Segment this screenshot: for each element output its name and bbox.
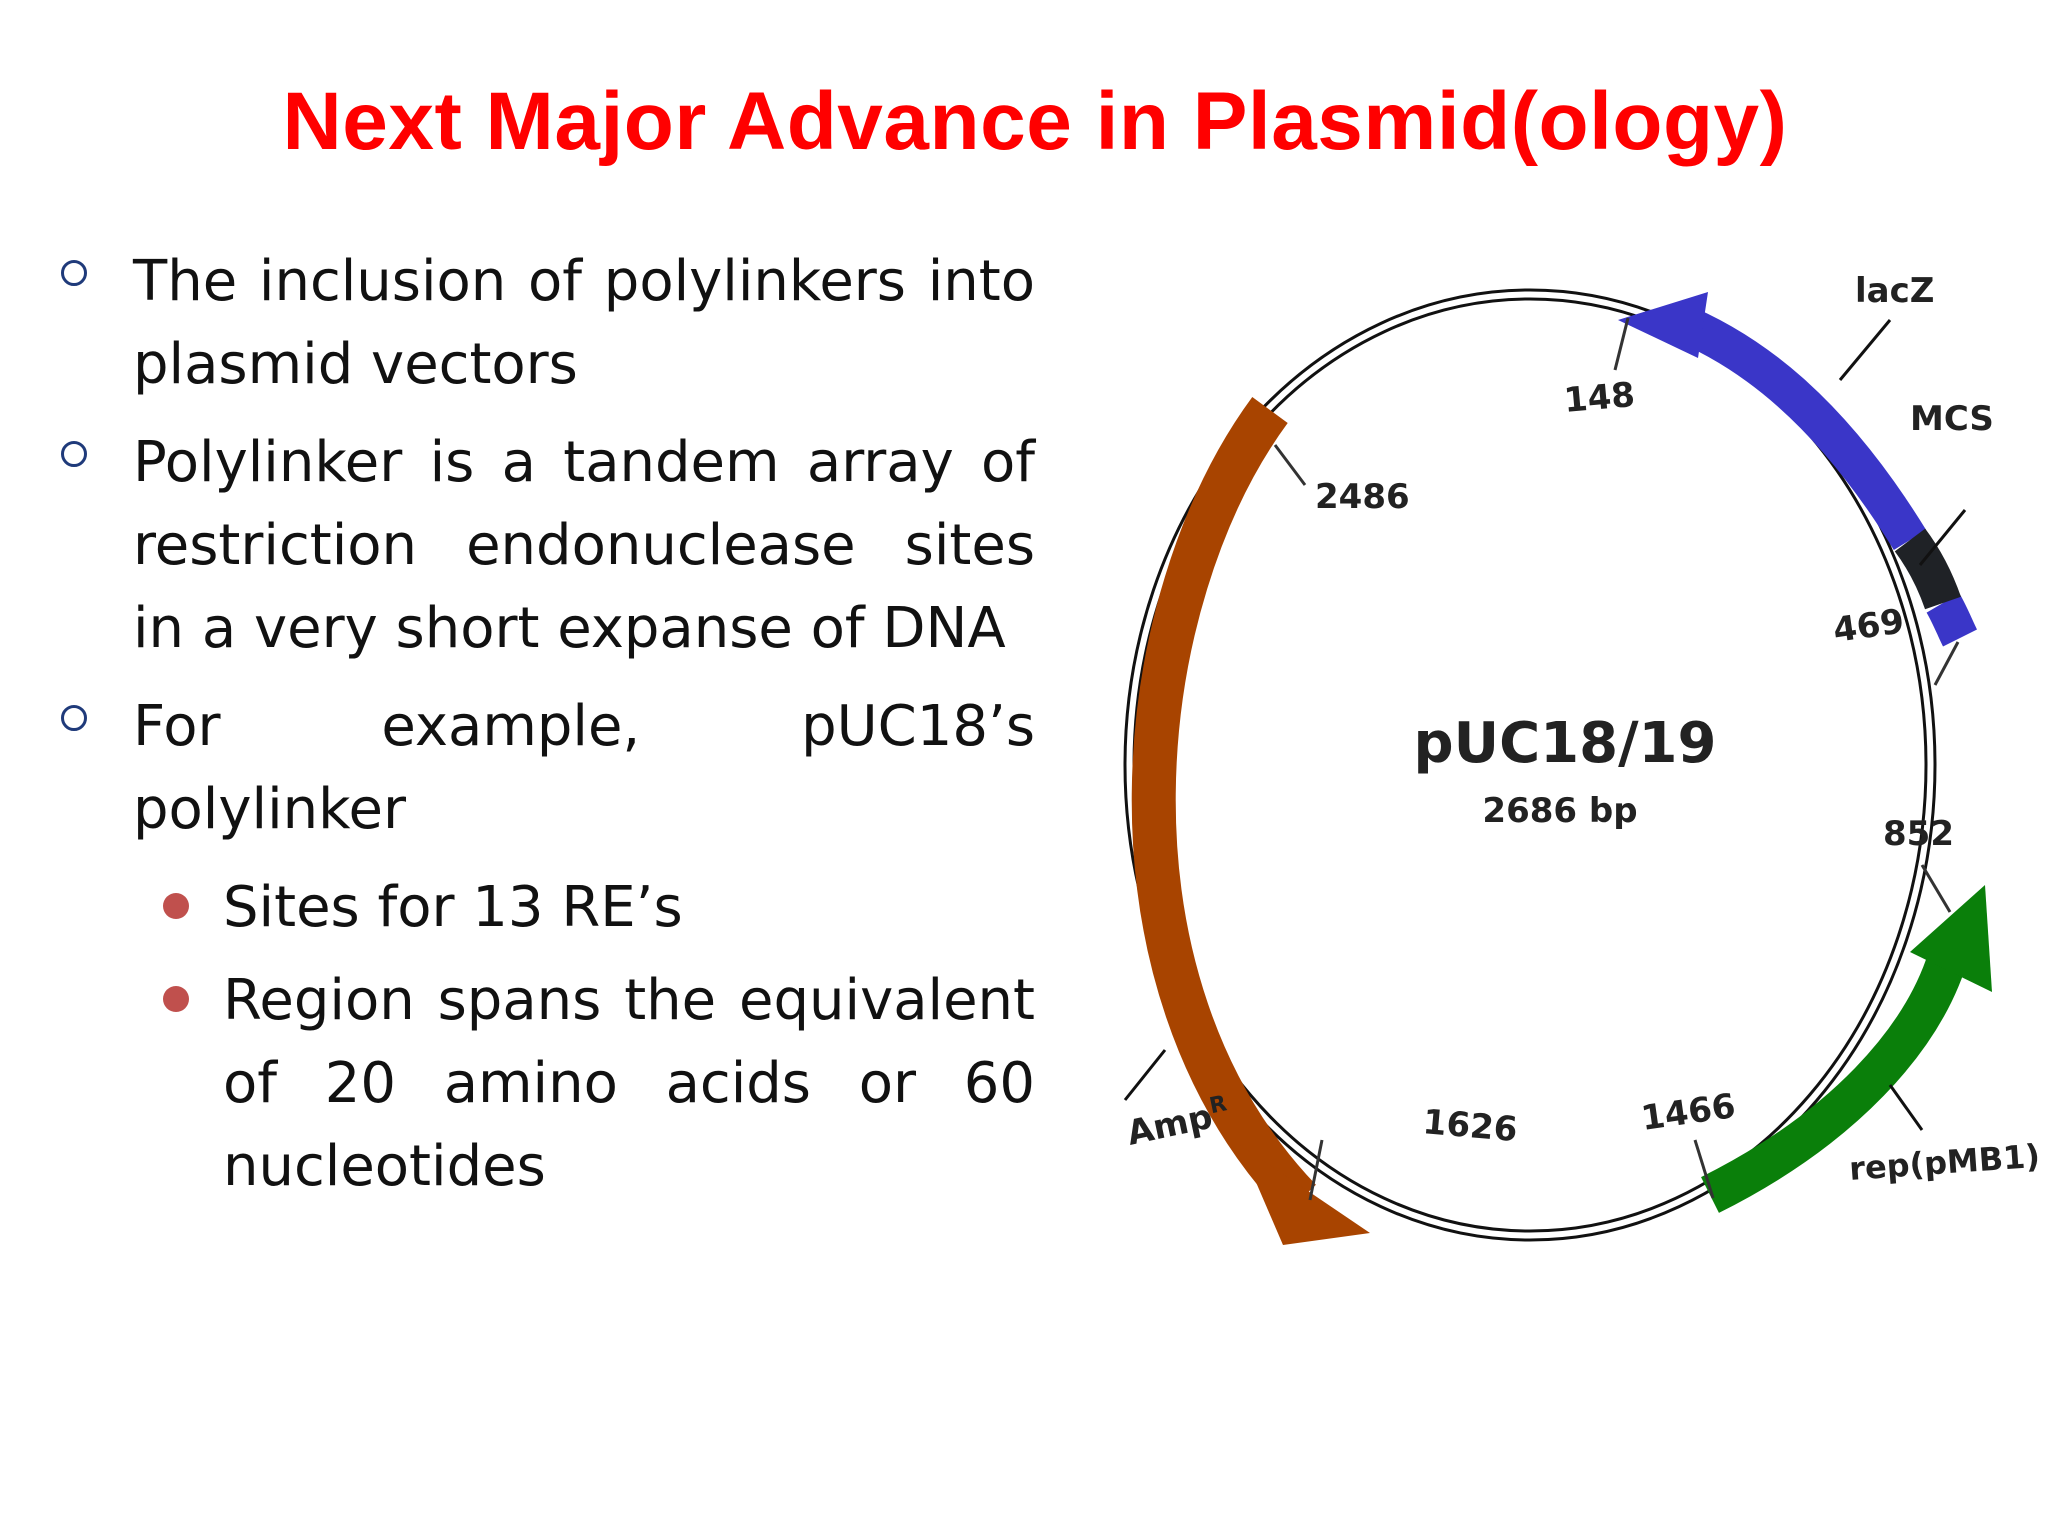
- filled-dot-bullet-icon: [163, 986, 189, 1012]
- label-mcs: MCS: [1910, 399, 1994, 439]
- plasmid-map: lacZ MCS AmpR rep(pMB1) 148 2486 469 852…: [1110, 240, 2041, 1300]
- bullet-text: Polylinker is a tandem array of restrict…: [133, 430, 1035, 661]
- position-2486: 2486: [1315, 477, 1410, 517]
- tick-2486: [1273, 444, 1307, 486]
- plasmid-name: pUC18/19: [1414, 711, 1717, 776]
- plasmid-size: 2686 bp: [1482, 791, 1637, 831]
- sub-bullet-text: Region spans the equivalent of 20 amino …: [223, 968, 1035, 1199]
- rep-arrow-head: [1910, 885, 1992, 992]
- position-1626: 1626: [1421, 1102, 1519, 1150]
- position-1466: 1466: [1639, 1086, 1738, 1139]
- bullet-item: Polylinker is a tandem array of restrict…: [55, 421, 1035, 670]
- lacz-arrow: [1618, 292, 1978, 647]
- bullet-list: The inclusion of polylinkers into plasmi…: [55, 240, 1035, 1218]
- tick-1626: [1308, 1139, 1324, 1201]
- rep-arrow-body: [1701, 944, 1970, 1213]
- slide-title: Next Major Advance in Plasmid(ology): [282, 76, 1788, 167]
- lacz-arrow-body-lower: [1926, 593, 1978, 647]
- tick-148: [1613, 317, 1630, 371]
- tick-469: [1933, 641, 1960, 686]
- sub-bullet-item: Sites for 13 RE’s: [55, 866, 1035, 949]
- mcs-segment: [1894, 528, 1961, 610]
- tick-1466: [1693, 1139, 1715, 1199]
- bullet-text: The inclusion of polylinkers into plasmi…: [133, 249, 1035, 397]
- ampr-arrow: [1131, 396, 1370, 1245]
- bullet-item: The inclusion of polylinkers into plasmi…: [55, 240, 1035, 406]
- ampr-arrow-body: [1131, 396, 1316, 1216]
- filled-dot-bullet-icon: [163, 893, 189, 919]
- sub-bullet-text: Sites for 13 RE’s: [223, 875, 683, 940]
- hollow-circle-bullet-icon: [61, 705, 87, 731]
- tick-852: [1920, 864, 1952, 913]
- leader-ampr: [1123, 1049, 1167, 1101]
- label-lacz: lacZ: [1855, 271, 1934, 311]
- leader-mcs: [1918, 509, 1967, 566]
- sub-bullet-item: Region spans the equivalent of 20 amino …: [55, 959, 1035, 1208]
- position-148: 148: [1562, 375, 1636, 421]
- backbone-outer-ring: [1123, 288, 1937, 1242]
- bullet-text: For example, pUC18’s polylinker: [133, 694, 1035, 842]
- bullet-item: For example, pUC18’s polylinker: [55, 685, 1035, 851]
- position-469: 469: [1831, 601, 1907, 650]
- position-852: 852: [1883, 814, 1954, 854]
- ampr-arrow-head: [1240, 1145, 1370, 1245]
- leader-lacz: [1838, 319, 1892, 381]
- label-ampr-text: Amp: [1124, 1097, 1217, 1154]
- lacz-arrow-head: [1618, 292, 1708, 358]
- label-ampr-superscript: R: [1207, 1091, 1229, 1119]
- hollow-circle-bullet-icon: [61, 260, 87, 286]
- plasmid-map-svg: lacZ MCS AmpR rep(pMB1) 148 2486 469 852…: [1123, 271, 2041, 1245]
- hollow-circle-bullet-icon: [61, 441, 87, 467]
- label-rep: rep(pMB1): [1848, 1137, 2040, 1188]
- rep-arrow: [1701, 885, 1992, 1213]
- leader-rep: [1888, 1084, 1924, 1131]
- lacz-arrow-body-upper: [1667, 302, 1927, 550]
